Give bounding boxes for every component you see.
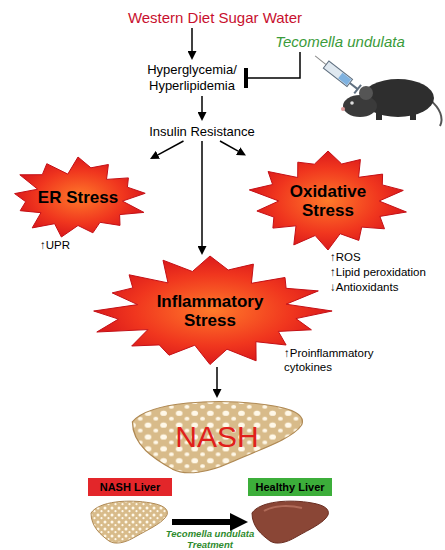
liver-shape: NASH <box>128 398 306 476</box>
effect-note: ↑UPR <box>40 238 110 252</box>
effect-note: ↑ROS <box>330 250 442 264</box>
inhibition-line <box>246 52 300 78</box>
stress-starburst: ER Stress <box>6 156 150 240</box>
mouse-ear <box>359 86 373 100</box>
node-label: Hyperglycemia/ Hyperlipidemia <box>138 62 246 94</box>
node-label: Insulin Resistance <box>149 124 255 139</box>
mouse-nose <box>341 107 345 111</box>
flow-arrow <box>220 141 238 151</box>
mouse-illustration <box>341 79 442 126</box>
node-label: Inflammatory Stress <box>145 292 275 330</box>
flow-arrow <box>191 28 193 51</box>
healthy-liver-illustration <box>252 501 328 543</box>
fatty-liver-illustration <box>91 501 167 543</box>
flow-arrow <box>172 519 230 525</box>
flow-arrow <box>201 141 203 246</box>
mouse-foot <box>410 112 416 120</box>
starburst-shape <box>94 256 332 365</box>
mouse-eye <box>350 101 354 105</box>
syringe-plunger <box>354 85 361 94</box>
node-label: NASH <box>175 420 258 454</box>
flow-arrow <box>216 367 218 389</box>
condition-text: Hyperglycemia/ Hyperlipidemia <box>138 60 246 96</box>
flow-arrow <box>158 141 184 155</box>
condition-text: Insulin Resistance <box>140 121 264 141</box>
mouse-head <box>343 95 377 117</box>
treatment-label: Tecomella undulata Treatment <box>160 528 260 550</box>
syringe-plunger <box>350 83 358 89</box>
flow-arrow <box>201 96 203 112</box>
syringe-fluid <box>338 73 351 85</box>
node-label: Tecomella undulata <box>275 33 405 50</box>
panel-header: Healthy Liver <box>248 478 332 496</box>
panel-header: NASH Liver <box>88 478 172 496</box>
mouse-foot <box>376 112 382 120</box>
liver-panel: NASH Liver <box>88 478 172 546</box>
effect-note: ↑Proinflammatory cytokines <box>284 346 384 374</box>
node-label: ER Stress <box>38 188 118 208</box>
liver-panel: Healthy Liver <box>248 478 332 546</box>
effect-note: ↑Lipid peroxidation <box>330 265 442 279</box>
input-text: Western Diet Sugar Water <box>110 6 320 28</box>
syringe-illustration <box>312 52 361 94</box>
effect-note: ↓Antioxidants <box>330 280 442 294</box>
healthy-liver-shape <box>252 501 328 543</box>
syringe-barrel <box>323 61 352 87</box>
starburst-shape <box>15 157 146 237</box>
node-label: Oxidative Stress <box>273 182 383 220</box>
node-label: Western Diet Sugar Water <box>128 9 302 26</box>
liver-highlight <box>264 506 302 511</box>
treatment-text: Tecomella undulata <box>270 30 410 52</box>
starburst-shape <box>249 151 406 250</box>
syringe-needle <box>315 56 326 65</box>
fatty-liver-shape <box>132 402 302 473</box>
stress-starburst: Oxidative Stress <box>246 150 410 252</box>
fatty-liver-shape <box>91 501 167 543</box>
stress-starburst: Inflammatory Stress <box>86 255 334 367</box>
